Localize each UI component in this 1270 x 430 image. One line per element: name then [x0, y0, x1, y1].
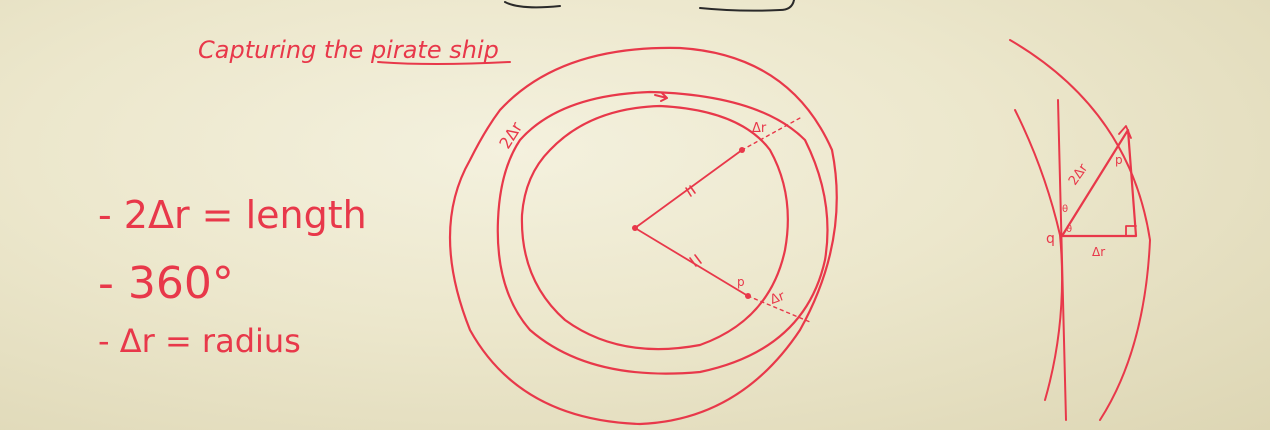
- title-underline: [377, 61, 511, 65]
- label-dr-bottom: Δr: [768, 289, 787, 308]
- label-2dr: 2Δr: [495, 118, 526, 152]
- tick-bottom: [689, 254, 702, 267]
- label-dr-right: Δr: [1092, 245, 1105, 259]
- vertical-line: [1057, 99, 1067, 421]
- radius-top: [634, 149, 743, 229]
- note-line-2: - 360°: [98, 258, 234, 309]
- outer-circle: [448, 46, 838, 426]
- top-mark-left: [504, 1, 561, 9]
- middle-circle: [496, 90, 829, 375]
- top-mark-right: [699, 0, 795, 12]
- label-theta-upper: θ: [1062, 204, 1068, 215]
- label-theta-lower: θ: [1066, 224, 1072, 235]
- label-2dr-right: 2Δr: [1066, 161, 1092, 189]
- triangle: [1060, 128, 1138, 238]
- tick-top: [685, 185, 696, 197]
- triangle-diagram: 2Δr q Δr p θ θ: [1009, 39, 1151, 421]
- inner-arc: [1014, 109, 1064, 401]
- dotted-bottom: [747, 295, 811, 323]
- label-p: p: [737, 275, 745, 289]
- note-line-3: - Δr = radius: [98, 322, 301, 360]
- point-p: [745, 293, 751, 299]
- label-p-right: p: [1115, 153, 1123, 167]
- top-angle-mark: [1118, 125, 1132, 139]
- circles-diagram: 2Δr Δr Δr p: [448, 46, 838, 426]
- title-text: Capturing the pirate ship: [198, 36, 499, 64]
- dotted-top: [741, 117, 801, 151]
- arrow-on-circle: [654, 92, 668, 102]
- point-top: [739, 147, 745, 153]
- outer-arc: [1009, 39, 1151, 421]
- radius-bottom: [634, 227, 749, 297]
- right-angle-mark: [1125, 225, 1137, 237]
- label-dr-top: Δr: [752, 121, 767, 136]
- label-q: q: [1046, 231, 1055, 247]
- inner-circle: [520, 104, 789, 351]
- note-line-1: - 2Δr = length: [98, 193, 367, 237]
